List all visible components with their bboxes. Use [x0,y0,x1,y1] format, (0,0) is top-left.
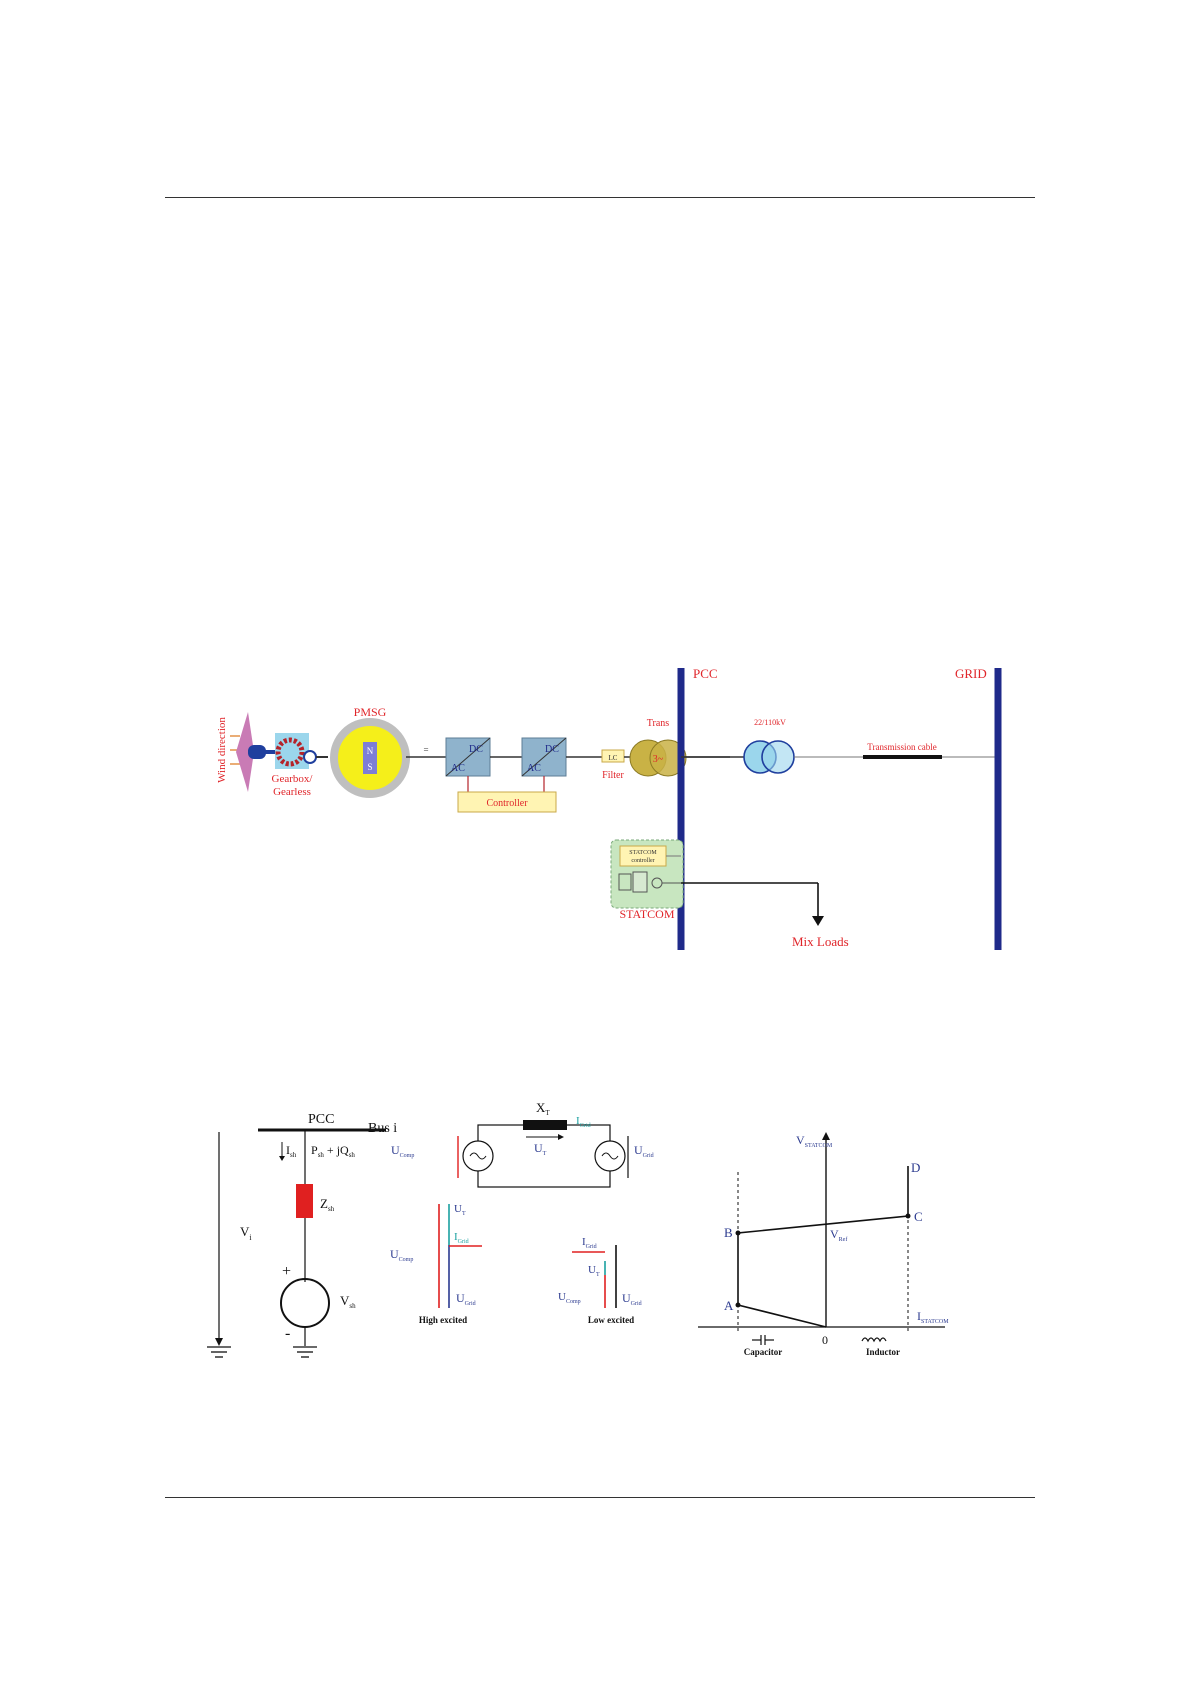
gearbox-label: Gearbox/ [272,773,314,785]
statcom-vsc-icon [632,871,648,893]
statcom-ctrl-line2: controller [631,858,654,864]
pmsg-label: PMSG [354,705,387,719]
figure-statcom-equivalent: PCC Bus i Vi Ish Psh + jQsh Zsh + - Vsh … [207,1100,949,1358]
origin-label: 0 [822,1333,828,1347]
header-rule [165,197,1035,198]
transformer-icon-right [649,739,687,777]
transmission-cable-label: Transmission cable [867,742,936,752]
igrid-top-label: IGrid [576,1115,591,1129]
ish-label: Ish [286,1143,297,1159]
statcom-capacitor-icon [618,873,632,891]
svg-text:=: = [423,745,428,755]
pole-s-label: S [367,762,372,772]
grid-trafo-rating: 22/110kV [754,718,786,727]
load-arrow-icon [812,916,824,926]
trans-label: Trans [647,718,670,729]
wind-direction-label: Wind direction [216,717,228,783]
turbine-hub-icon [248,745,266,759]
inductor-label: Inductor [866,1347,900,1357]
high-ucomp-label: UComp [390,1247,413,1263]
gearless-label: Gearless [273,786,311,798]
controller-label: Controller [486,798,528,809]
pmsg-rotor [363,742,377,774]
trafo-symbol-label: 3~ [653,754,664,765]
gear-icon [275,737,305,767]
grid-transformer-right-icon [761,740,795,774]
power-label: Psh + jQsh [311,1143,355,1159]
footer-rule [165,1497,1035,1498]
zsh-label: Zsh [320,1196,335,1213]
vsh-source-icon [280,1278,330,1328]
converter1-ac-label: AC [451,763,465,774]
pcc2-label: PCC [308,1112,334,1127]
pcc-bus-label: PCC [693,666,718,681]
statcom-label: STATCOM [619,907,674,921]
mix-loads-label: Mix Loads [792,934,849,949]
istatcom-axis-label: ISTATCOM [917,1309,949,1325]
low-igrid-label: IGrid [582,1236,597,1250]
grid-bus-label: GRID [955,666,987,681]
xt-label: XT [536,1100,550,1117]
high-ugrid-label: UGrid [456,1291,476,1307]
point-d-label: D [911,1160,920,1175]
converter1-dc-label: DC [469,744,483,755]
ground-right-icon [293,1346,317,1358]
low-ut-label: UT [588,1264,600,1278]
point-a-label: A [724,1298,734,1313]
high-excited-label: High excited [419,1315,467,1325]
impedance-zsh [296,1184,313,1218]
low-ugrid-label: UGrid [622,1291,642,1307]
pole-n-label: N [367,746,374,756]
filter-label: Filter [602,770,624,781]
minus-sign: - [285,1325,290,1342]
capacitor-symbol-icon [752,1335,774,1345]
vsh-label: Vsh [340,1293,356,1310]
low-ucomp-label: UComp [558,1291,581,1305]
vref-label: VRef [830,1227,847,1243]
ground-left-icon [207,1346,231,1358]
ugrid-top-label: UGrid [634,1143,654,1159]
ut-top-label: UT [534,1141,547,1157]
converter2-dc-label: DC [545,744,559,755]
turbine-blade-icon [236,712,254,792]
vi-label: Vi [240,1224,252,1242]
inductor-symbol-icon [861,1337,887,1343]
high-igrid-label: IGrid [454,1231,469,1245]
low-excited-label: Low excited [588,1315,634,1325]
vi-arrowhead [215,1338,223,1346]
capacitor-label: Capacitor [744,1347,783,1357]
filter-box-label: LC [609,754,618,762]
gear-small-icon [303,750,317,764]
reactance-xt [523,1120,567,1130]
controller-box [457,791,557,813]
statcom-ctrl-line1: STATCOM [629,850,657,856]
vi-characteristic-curve [737,1166,909,1328]
converter2-ac-label: AC [527,763,541,774]
figure-wind-system-diagram: Wind direction Gearbox/ Gearless PMSG N … [216,666,1002,950]
point-b-label: B [724,1225,733,1240]
plus-sign: + [282,1263,291,1280]
ucomp-top-label: UComp [391,1143,414,1159]
vstatcom-axis-label: VSTATCOM [796,1133,833,1149]
filter-box [601,749,625,763]
high-ut-label: UT [454,1203,466,1217]
bus-i-label: Bus i [368,1121,397,1136]
point-c-label: C [914,1209,923,1224]
